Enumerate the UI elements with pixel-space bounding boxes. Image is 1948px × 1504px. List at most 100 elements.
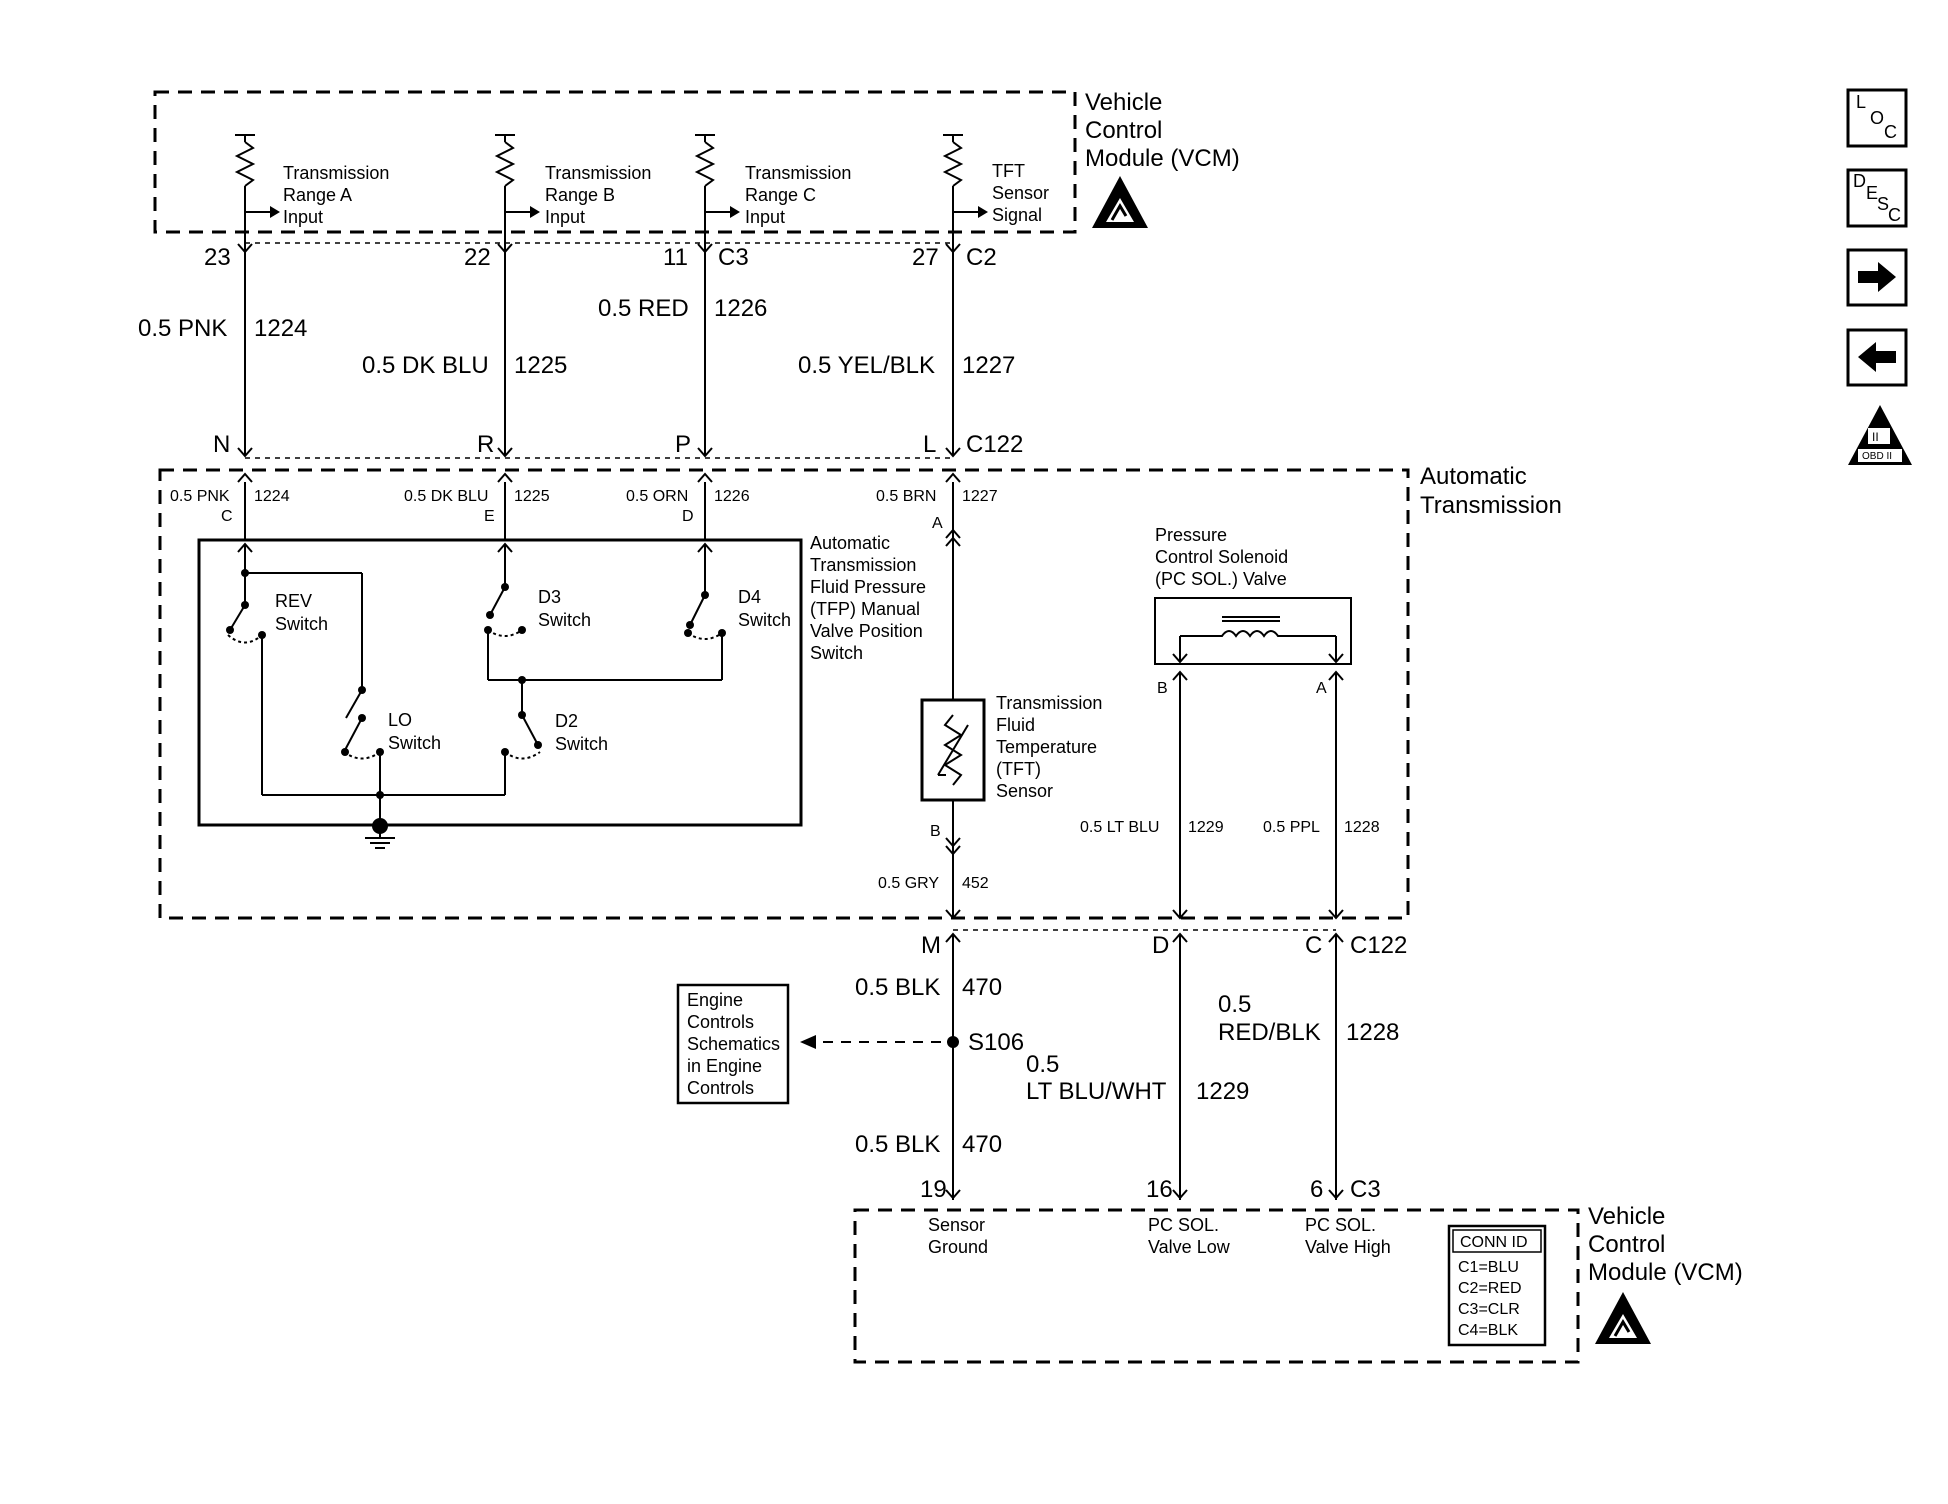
previous-arrow-icon[interactable] [1846,328,1908,387]
gry-wire-color: 0.5 GRY [878,875,939,892]
wire-1227-color: 0.5 YEL/BLK [798,352,935,379]
top-vcm-title-2: Control [1085,117,1162,144]
engine-box-line-5: Controls [687,1078,754,1098]
d2-switch-label-1: D2 [555,711,578,731]
pc-solenoid-valve: Pressure Control Solenoid (PC SOL.) Valv… [1080,525,1380,918]
bottom-vcm-connector-c3: C3 [1350,1176,1381,1203]
engine-box-line-4: in Engine [687,1056,762,1076]
conn-id-c1: C1=BLU [1458,1259,1519,1276]
bottom-vcm-title-1: Vehicle [1588,1203,1665,1230]
range-a-label-1: Transmission [283,163,389,183]
gry-wire-circuit: 452 [962,875,989,892]
obd-ii-numeral: II [1872,430,1879,444]
tft-label-2: Fluid [996,715,1035,735]
c122-pin-d: D [1152,932,1169,959]
pc-sol-high-label-2: Valve High [1305,1237,1391,1257]
loc-letter-c: C [1884,122,1897,142]
top-wires [244,232,954,455]
d4-switch-label-1: D4 [738,587,761,607]
inner-pin-a: A [932,515,943,532]
c122-pin-c: C [1305,932,1322,959]
range-c-label-3: Input [745,207,785,227]
obd-ii-icon[interactable]: II OBD II [1848,405,1912,465]
bottom-vcm-title-2: Control [1588,1231,1665,1258]
redblk-color-2: RED/BLK [1218,1019,1321,1046]
c122-bottom: M D C C122 [921,909,1407,959]
tft-label-3: Temperature [996,737,1097,757]
tft-label-5: Sensor [996,781,1053,801]
next-arrow-icon[interactable] [1846,248,1908,307]
inner-wire-1226-color: 0.5 ORN [626,488,688,505]
tfp-label-4: (TFP) Manual [810,599,920,619]
wire-1226-color: 0.5 RED [598,295,689,322]
desc-letter-d: D [1853,171,1866,191]
inner-pin-e: E [484,508,495,525]
c122-pin-n: N [213,431,230,458]
pc-pin-b: B [1157,680,1168,697]
vcm-pin-11: 11 [663,244,688,271]
redblk-color-1: 0.5 [1218,991,1251,1018]
trans-title-2: Transmission [1420,492,1562,519]
pc-label-3: (PC SOL.) Valve [1155,569,1287,589]
obd-ii-label: OBD II [1862,451,1892,462]
bottom-vcm-title-3: Module (VCM) [1588,1259,1743,1286]
tft-label-4: (TFT) [996,759,1041,779]
esd-warning-icon [1595,1292,1651,1344]
c122-pin-l: L [923,431,936,458]
ltbluwht-color-2: LT BLU/WHT [1026,1078,1167,1105]
engine-box-line-3: Schematics [687,1034,780,1054]
desc-letter-e: E [1866,183,1878,203]
inner-wires [244,482,961,700]
location-icon[interactable]: L O C [1846,88,1908,148]
inner-wire-1227-circuit: 1227 [962,488,998,505]
tft-sensor: Transmission Fluid Temperature (TFT) Sen… [878,693,1102,918]
blk-lower-color: 0.5 BLK [855,1131,940,1158]
pc-label-2: Control Solenoid [1155,547,1288,567]
wire-1226-circuit: 1226 [714,295,767,322]
vcm-pin-16: 16 [1146,1176,1173,1203]
range-c-label-2: Range C [745,185,816,205]
pc-sol-low-label-2: Valve Low [1148,1237,1231,1257]
range-a-label-2: Range A [283,185,352,205]
top-connector-chevrons [237,243,961,254]
c122-top-connector: C122 [966,431,1023,458]
vcm-input-tft-signal: TFT Sensor Signal [942,134,1049,232]
tfp-label-1: Automatic [810,533,890,553]
blk-upper-circuit: 470 [962,974,1002,1001]
engine-box-line-1: Engine [687,990,743,1010]
pc-wire-1229-color: 0.5 LT BLU [1080,819,1159,836]
pc-wire-1229-circuit: 1229 [1188,819,1224,836]
lo-switch-label-2: Switch [388,733,441,753]
bottom-vcm-module: 19 16 6 C3 Sensor Ground PC SOL. Valve L… [853,1176,1743,1364]
tfp-label-2: Transmission [810,555,916,575]
pc-pin-a: A [1316,680,1327,697]
wire-1224-circuit: 1224 [254,315,307,342]
rev-switch-label-2: Switch [275,614,328,634]
vcm-input-range-a: Transmission Range A Input [234,134,389,232]
vcm-pin-22: 22 [464,244,491,271]
range-a-label-3: Input [283,207,323,227]
vcm-connector-c3: C3 [718,244,749,271]
top-vcm-module: Vehicle Control Module (VCM) [153,89,1240,234]
vcm-input-range-c: Transmission Range C Input [694,134,851,232]
pc-label-1: Pressure [1155,525,1227,545]
tft-pin-b: B [930,823,941,840]
tft-signal-label-1: TFT [992,161,1025,181]
range-b-label-2: Range B [545,185,615,205]
engine-controls-link[interactable]: Engine Controls Schematics in Engine Con… [676,983,790,1105]
lo-switch-label-1: LO [388,710,412,730]
blk-lower-circuit: 470 [962,1131,1002,1158]
desc-letter-c: C [1888,205,1901,225]
range-b-label-1: Transmission [545,163,651,183]
c122-top-chevrons [237,447,961,483]
pc-sol-low-label-1: PC SOL. [1148,1215,1219,1235]
wire-1227-circuit: 1227 [962,352,1015,379]
d3-switch-label-2: Switch [538,610,591,630]
c122-pin-p: P [675,431,691,458]
description-icon[interactable]: D E S C [1846,168,1908,228]
loc-letter-o: O [1870,108,1884,128]
vcm-pin-6: 6 [1310,1176,1323,1203]
vcm-pin-23: 23 [204,244,231,271]
conn-id-c3: C3=CLR [1458,1301,1520,1318]
